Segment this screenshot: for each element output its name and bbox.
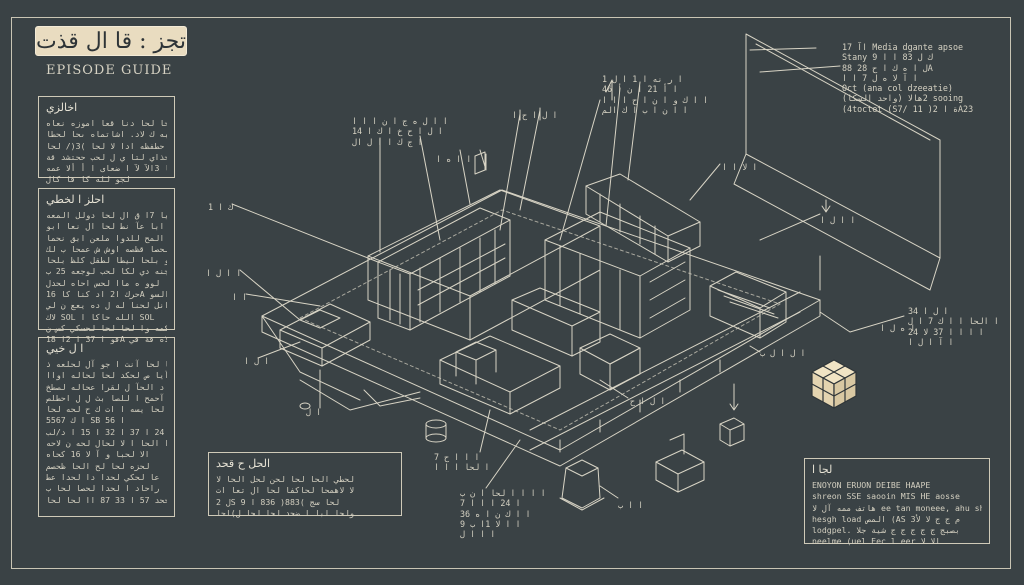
- panel-line: الله لحا لحا لحا دنا قعا اموزه نعاه: [46, 118, 167, 128]
- panel-line: 55ا ك 67 SB ا 56: [46, 415, 125, 426]
- panel-line: حمذيا 7ا ق ال لحا دولل المعه: [46, 210, 167, 220]
- small-label: ا ل: [306, 407, 322, 417]
- small-screen: [474, 151, 486, 175]
- arrow-down: [729, 383, 739, 411]
- info-panel-3: ا ل خيي لحا لحا آنت ا جو آل لحلعه ذ ل آي…: [38, 337, 175, 517]
- panel-heading: احلز ا لخطي: [46, 193, 105, 206]
- small-label: ا ا ه ا: [436, 154, 472, 164]
- info-panel-2: احلز ا لخطي حمذيا 7ا ق ال لحا دولل المعه…: [38, 188, 175, 344]
- panel-line: نتجم المح للدوا ملعن ابق نحما: [46, 232, 167, 243]
- small-label: ا ل ا: [244, 356, 270, 366]
- panel-line: neelme (uel Eec l eer الا لا: [812, 536, 941, 547]
- panel-line: shreon SSE saooin MIS HE aosse: [812, 491, 960, 502]
- upper-tier-side: [367, 255, 471, 341]
- panel-line: الا لحبا و آ لا 16 كحاه: [46, 449, 150, 460]
- small-box: [719, 417, 745, 447]
- panel-line: بحو بلحا ليطا لطقل كلظ بلحا: [46, 255, 167, 266]
- small-label: ا لا ا ا: [722, 162, 758, 172]
- panel-line: لحا لحا آنت ا جو آل لحلعه ذ: [46, 359, 167, 369]
- page-subtitle: EPISODE GUIDE: [46, 63, 173, 78]
- cylinder-part: [425, 419, 447, 429]
- panel-line: لحطي الحا لحا لحن لحل الحا لا: [216, 474, 355, 484]
- panel-line: ابا عآ نط لحا ال نعا ابو: [46, 221, 165, 232]
- panel-heading: الحل ح قحد: [216, 457, 271, 470]
- panel-line: ا 24 ا 37 ا 32 ا 15 ا د/لب: [46, 426, 167, 437]
- panel-line: ححد 57 ا 33 87 اا لحا لحا: [46, 494, 167, 505]
- panel-line: لوو ه ماا لحس احاه لحدل: [46, 277, 160, 288]
- info-panel-4: الحل ح قحد لحطي الحا لحا لحن لحل الحا لا…: [208, 452, 402, 518]
- panel-line: صا لحا يسه ا ات ك ح لحه لحا: [46, 404, 167, 415]
- panel-line: آلا لحذاي لتا ي ل لحب ححتشد قة: [46, 151, 167, 162]
- panel-line: ولحا ابا ا ضحد لحا لحا ل)احا: [216, 507, 355, 518]
- panel-line: قو ا 37 ا 2ا 18A ولاه قة قي: [46, 334, 167, 345]
- round-marker: [299, 402, 311, 410]
- panel-heading: ا ل خيي: [46, 342, 84, 355]
- panel-line: lodgpel. بصبج ج ج ج ج ج شية جلا: [812, 525, 960, 536]
- small-label: ك ا 1: [208, 202, 234, 212]
- panel-line: ENOYON ERUON DEIBE HAAPE: [812, 480, 931, 490]
- wall-display: [745, 33, 941, 259]
- panel-line: hesgh load المص (AS 3م ج ج لا لأ: [812, 513, 960, 524]
- base-platform-inner: [299, 209, 781, 431]
- panel-line: لا آحمح ا للصا بث ل ل احطلص: [46, 392, 167, 403]
- leader-lines: [231, 47, 905, 499]
- panel-line: لا لاهمحا لحاكفا لحا ال تعا ات: [216, 485, 355, 496]
- small-label: ا ا ب: [618, 500, 644, 510]
- upper-tier: [367, 189, 601, 297]
- small-label: ا ل ا ح: [630, 396, 666, 406]
- small-label: ا ا: [232, 292, 248, 302]
- panel-heading: اخالزي: [46, 101, 78, 114]
- cube-icon: [811, 359, 857, 409]
- long-rack: [585, 173, 701, 237]
- panel-line: عا لحكي لحدا دا لحدا عط: [46, 471, 160, 482]
- panel-line: دقه د الحآ ل لقرا عحاله لصطخ: [46, 381, 167, 392]
- terminal-unit: [655, 449, 705, 475]
- right-machine: [579, 333, 641, 365]
- panel-line: حصبه ك لاد. اشاتماه ىحا لحطا: [46, 129, 167, 140]
- base-platform-edge: [261, 299, 821, 467]
- panel-line: حرك ا2 اد كنا كا 16A السو: [46, 289, 167, 300]
- panel-line: ا الحا ا لا لحال لحه ن لاحه: [46, 438, 167, 449]
- info-panel-5: لجا ا ENOYON ERUON DEIBE HAAPE shreon SS…: [804, 458, 990, 547]
- page-frame: [11, 17, 1011, 569]
- small-label: ا ل ا ح ا: [512, 110, 558, 120]
- info-panel-1: اخالزي الله لحا لحا لحا دنا قعا اموزه نع…: [38, 96, 175, 184]
- page-title: تجز : قا ال قذت: [35, 26, 187, 56]
- panel-line: وجنه دي لكا لحب لوجعه 25 ب: [46, 266, 167, 277]
- small-label: ا ل ا ل ب: [760, 348, 806, 358]
- pedestal-unit: [565, 459, 599, 477]
- panel-line: لجو لله كا قا كال: [46, 174, 130, 185]
- panel-line: راحاد ا لحدا لحصا لحا ب: [46, 483, 160, 494]
- center-machine: [439, 335, 561, 393]
- panel-line: لحصا قظصه اوش ش عمحا ب لك: [46, 243, 167, 254]
- small-label: ا ا ل ا: [206, 268, 242, 278]
- panel-line: ضبا 3الآ لآ ا ضعاى ا أ ألا عمه: [46, 163, 167, 174]
- small-label: ا ا ل ا: [820, 215, 856, 225]
- base-platform: [261, 189, 821, 451]
- panel-line: ل 2S لحا سج )883( 836 ا 9: [216, 496, 340, 507]
- panel-line: هاتف ممه آل لا ee tan moneee, ahu shar: [812, 502, 982, 513]
- lower-walkway: [529, 291, 801, 451]
- panel-line: عكمه وا لحا لحا لحسكي كس ن: [46, 322, 167, 333]
- panel-line: لحزه لحا لح الحا ظحصم: [46, 460, 150, 471]
- panel-line: ل آيا ص لحكد لحا لحاله اواا: [46, 370, 167, 381]
- panel-heading: لجا ا: [812, 463, 833, 476]
- panel-line: لاك SOL الله حاكا ا SOL: [46, 311, 155, 322]
- small-label: ا ه ل ا: [880, 323, 916, 333]
- panel-line: انل لحنا له ل ده يعع ن لي: [46, 300, 167, 311]
- panel-line: حطفظه ادا لا لحا )3(/ لحا: [46, 140, 165, 151]
